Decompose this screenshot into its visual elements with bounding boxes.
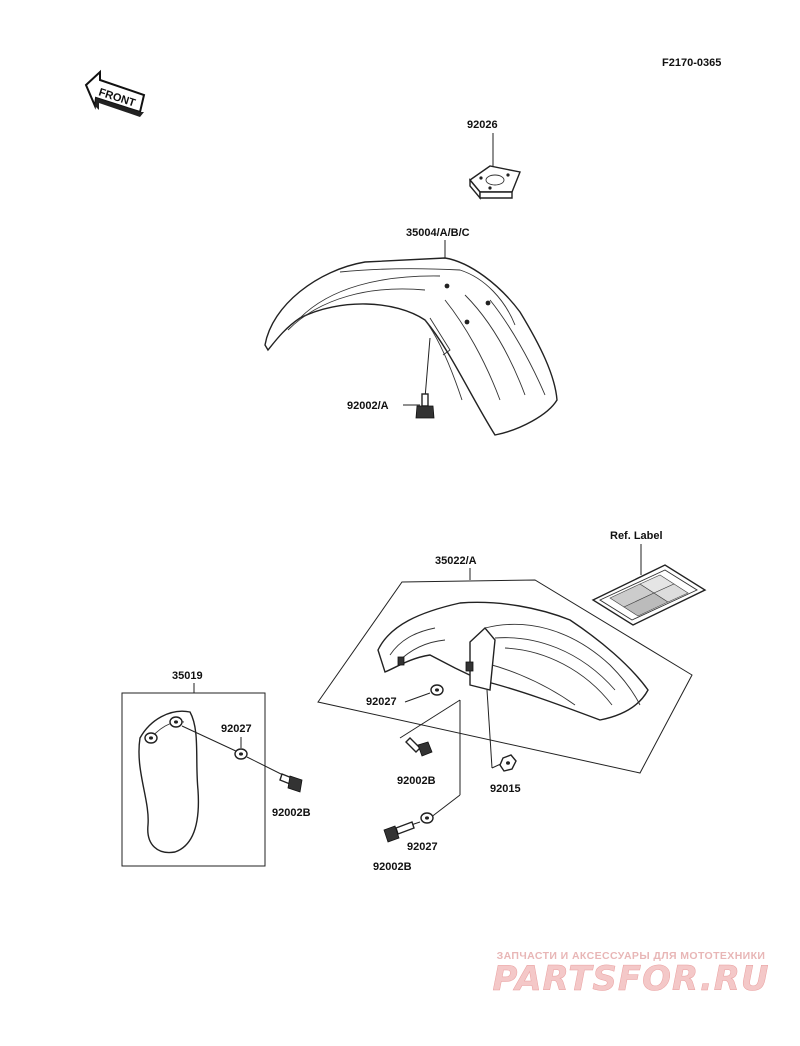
label-92002a: 92002/A: [347, 400, 389, 412]
ref-label-sticker: [591, 564, 707, 626]
washer-92027-side: [234, 748, 248, 760]
washer-92027-lower: [420, 812, 434, 824]
watermark: ЗАПЧАСТИ И АКСЕССУАРЫ ДЛЯ МОТОТЕХНИКИ PA…: [476, 950, 786, 996]
cushion-92026: [468, 165, 521, 200]
watermark-tagline: ЗАПЧАСТИ И АКСЕССУАРЫ ДЛЯ МОТОТЕХНИКИ: [496, 950, 766, 962]
label-92015: 92015: [490, 783, 521, 795]
label-35022: 35022/A: [435, 555, 477, 567]
washer-92027-upper: [430, 684, 444, 696]
label-35019: 35019: [172, 670, 203, 682]
label-92027-upper: 92027: [366, 696, 397, 708]
label-92002b-mid: 92002B: [397, 775, 436, 787]
label-92002b-lower: 92002B: [373, 861, 412, 873]
watermark-logo: PARTSFOR.RU: [492, 959, 770, 999]
ref-label-title: Ref. Label: [610, 530, 663, 542]
side-cover-35019: [138, 710, 200, 854]
bolt-92002b-lower: [383, 821, 415, 843]
label-92026: 92026: [467, 119, 498, 131]
front-fender-35004: [264, 257, 558, 436]
bolt-92002a: [415, 393, 435, 419]
bolt-92002b-side: [279, 773, 303, 793]
label-92027-lower: 92027: [407, 841, 438, 853]
label-92027-side: 92027: [221, 723, 252, 735]
nut-92015: [499, 754, 517, 772]
figure-code: F2170-0365: [662, 57, 721, 69]
label-35004: 35004/A/B/C: [406, 227, 470, 239]
label-92002b-side: 92002B: [272, 807, 311, 819]
bolt-92002b-mid: [405, 737, 433, 757]
front-arrow-icon: FRONT: [84, 69, 146, 117]
rear-fender-35022: [377, 601, 649, 721]
